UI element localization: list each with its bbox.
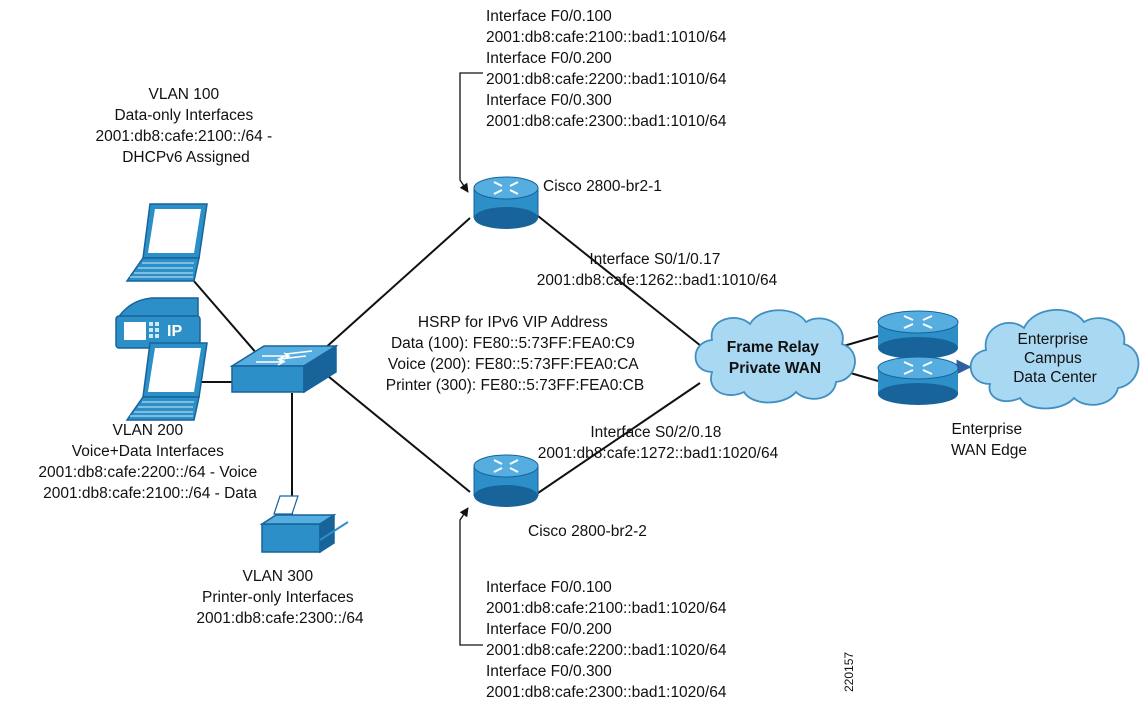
laptop-icon xyxy=(125,342,208,421)
wan-edge-label: Enterprise WAN Edge xyxy=(951,421,1027,459)
router2-interfaces-arrow xyxy=(459,507,483,646)
router2-name: Cisco 2800-br2-2 xyxy=(528,523,647,540)
router-icon xyxy=(473,454,539,507)
hsrp-label: HSRP for IPv6 VIP Address Data (100): FE… xyxy=(386,314,644,394)
switch-icon xyxy=(229,344,339,394)
wan-cloud-icon xyxy=(694,309,856,404)
vlan300-label: VLAN 300 Printer-only Interfaces 2001:db… xyxy=(196,568,364,627)
link-router2-wan xyxy=(537,382,701,494)
router-icon xyxy=(877,356,959,405)
printer-icon xyxy=(259,495,349,554)
vlan100-label: VLAN 100 Data-only Interfaces 2001:db8:c… xyxy=(96,86,277,166)
wan-cloud-label: Frame Relay Private WAN xyxy=(727,339,824,377)
link-laptop-switch xyxy=(192,279,259,356)
router1-interfaces-label: Interface F0/0.100 2001:db8:cafe:2100::b… xyxy=(486,8,731,130)
datacenter-cloud-label: Enterprise Campus Data Center xyxy=(1013,331,1097,386)
laptop-icon xyxy=(125,203,208,282)
router2-interfaces-label: Interface F0/0.100 2001:db8:cafe:2100::b… xyxy=(486,579,731,701)
phone-ip-badge: IP xyxy=(167,323,182,340)
router2-wan-interface: Interface S0/2/0.18 2001:db8:cafe:1272::… xyxy=(538,424,779,462)
link-switch-router2 xyxy=(322,371,471,493)
router-icon xyxy=(473,176,539,229)
link-router1-wan xyxy=(537,215,707,351)
router1-wan-interface: Interface S0/1/0.17 2001:db8:cafe:1262::… xyxy=(537,251,778,289)
figure-id: 220157 xyxy=(842,652,856,692)
vlan200-label: VLAN 200 Voice+Data Interfaces 2001:db8:… xyxy=(38,422,261,502)
link-switch-router1 xyxy=(322,217,471,351)
router1-interfaces-arrow xyxy=(459,72,483,193)
router-icon xyxy=(877,310,959,359)
links xyxy=(192,215,972,518)
ip-phone-icon: IP xyxy=(115,297,201,349)
datacenter-cloud-icon xyxy=(969,309,1140,410)
router1-name: Cisco 2800-br2-1 xyxy=(543,178,662,195)
